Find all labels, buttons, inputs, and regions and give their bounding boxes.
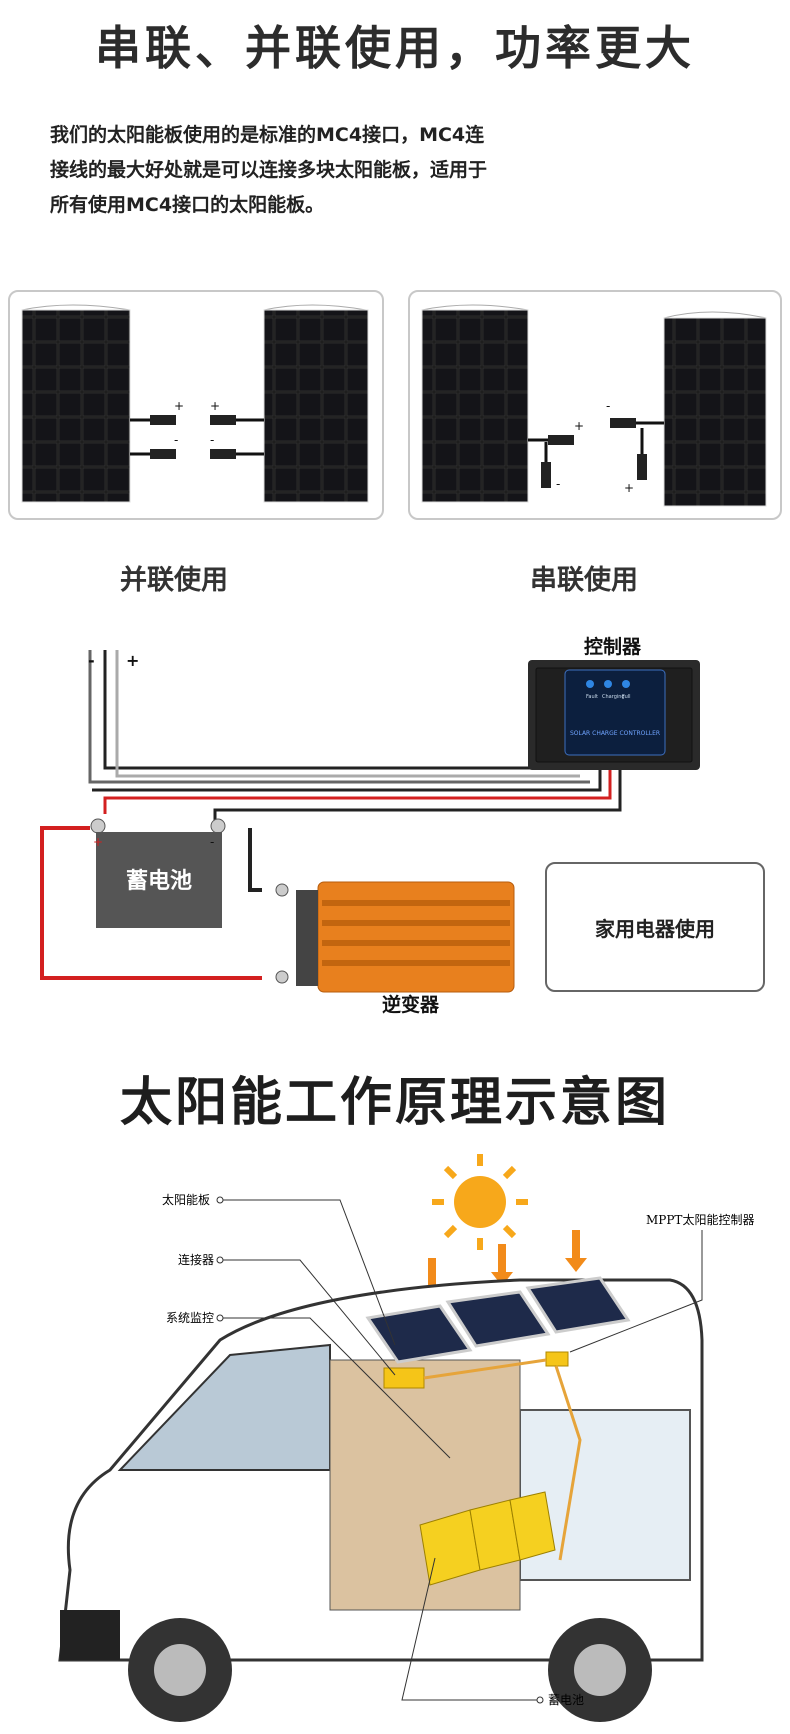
wiring-diagram-svg: Fault Charging Full SOLAR CHARGE CONTROL… bbox=[40, 650, 700, 993]
battery-label: 蓄电池 bbox=[126, 869, 192, 894]
mppt-box bbox=[545, 1351, 569, 1367]
series-panels-image: + - - + bbox=[408, 290, 782, 520]
parallel-minus-left: - bbox=[174, 433, 178, 447]
parallel-panels-illustration: + - + - bbox=[21, 304, 369, 503]
parallel-plus-left: + bbox=[174, 399, 184, 413]
parallel-plus-right: + bbox=[210, 399, 220, 413]
parallel-minus-right: - bbox=[210, 433, 214, 447]
led-charging: Charging bbox=[602, 694, 625, 700]
battery-plus: + bbox=[93, 835, 103, 849]
input-minus: - bbox=[88, 651, 95, 670]
controller-face-label: SOLAR CHARGE CONTROLLER bbox=[570, 730, 660, 737]
solar-panel-right bbox=[263, 309, 369, 503]
battery-minus: - bbox=[210, 835, 214, 849]
solar-panel-left bbox=[421, 309, 529, 503]
battery-pack bbox=[419, 1491, 556, 1586]
callout-battery: 蓄电池 bbox=[548, 1693, 584, 1707]
van-body bbox=[58, 1278, 704, 1722]
led-fault: Fault bbox=[586, 694, 598, 700]
connector-box bbox=[383, 1367, 425, 1389]
page-title: 串联、并联使用，功率更大 bbox=[95, 21, 695, 75]
solar-panel-right bbox=[663, 317, 767, 507]
wiring-diagram: Fault Charging Full SOLAR CHARGE CONTROL… bbox=[0, 620, 790, 1020]
roof-solar-panels bbox=[365, 1276, 631, 1364]
van-illustration: 太阳能板 连接器 系统监控 MPPT太阳能控制器 蓄电池 bbox=[0, 1140, 790, 1730]
callout-lines bbox=[220, 1199, 703, 1701]
intro-paragraph: 我们的太阳能板使用的是标准的MC4接口，MC4连接线的最大好处就是可以连接多块太… bbox=[50, 124, 488, 216]
van-svg: 太阳能板 连接器 系统监控 MPPT太阳能控制器 蓄电池 bbox=[58, 1154, 754, 1722]
inverter bbox=[296, 881, 515, 993]
series-plus-bottom: + bbox=[624, 481, 634, 495]
series-panels-illustration: + - - + bbox=[421, 304, 767, 507]
mc4-connectors bbox=[528, 418, 664, 488]
parallel-caption: 并联使用 bbox=[120, 565, 228, 596]
series-minus-top: - bbox=[606, 399, 610, 413]
series-minus-bottom: - bbox=[556, 477, 560, 491]
sun-icon bbox=[432, 1154, 528, 1250]
solar-panel-left bbox=[21, 309, 131, 503]
input-plus: + bbox=[126, 651, 139, 670]
callout-connector: 连接器 bbox=[178, 1252, 214, 1267]
callout-mppt: MPPT太阳能控制器 bbox=[646, 1212, 754, 1227]
battery: + - 蓄电池 bbox=[93, 832, 222, 928]
callout-monitor: 系统监控 bbox=[166, 1311, 214, 1325]
series-plus-top: + bbox=[574, 419, 584, 433]
mc4-connectors bbox=[130, 415, 264, 459]
principle-title: 太阳能工作原理示意图 bbox=[119, 1073, 670, 1133]
parallel-panels-image: + - + - bbox=[8, 290, 384, 520]
series-caption: 串联使用 bbox=[530, 565, 638, 596]
appliance-label: 家用电器使用 bbox=[595, 916, 715, 941]
appliance-box: 家用电器使用 bbox=[545, 862, 765, 992]
inverter-label: 逆变器 bbox=[382, 994, 440, 1016]
callout-solar-panel: 太阳能板 bbox=[162, 1192, 210, 1207]
charge-controller: Fault Charging Full SOLAR CHARGE CONTROL… bbox=[528, 660, 700, 770]
controller-label: 控制器 bbox=[584, 636, 642, 658]
led-full: Full bbox=[622, 694, 631, 700]
